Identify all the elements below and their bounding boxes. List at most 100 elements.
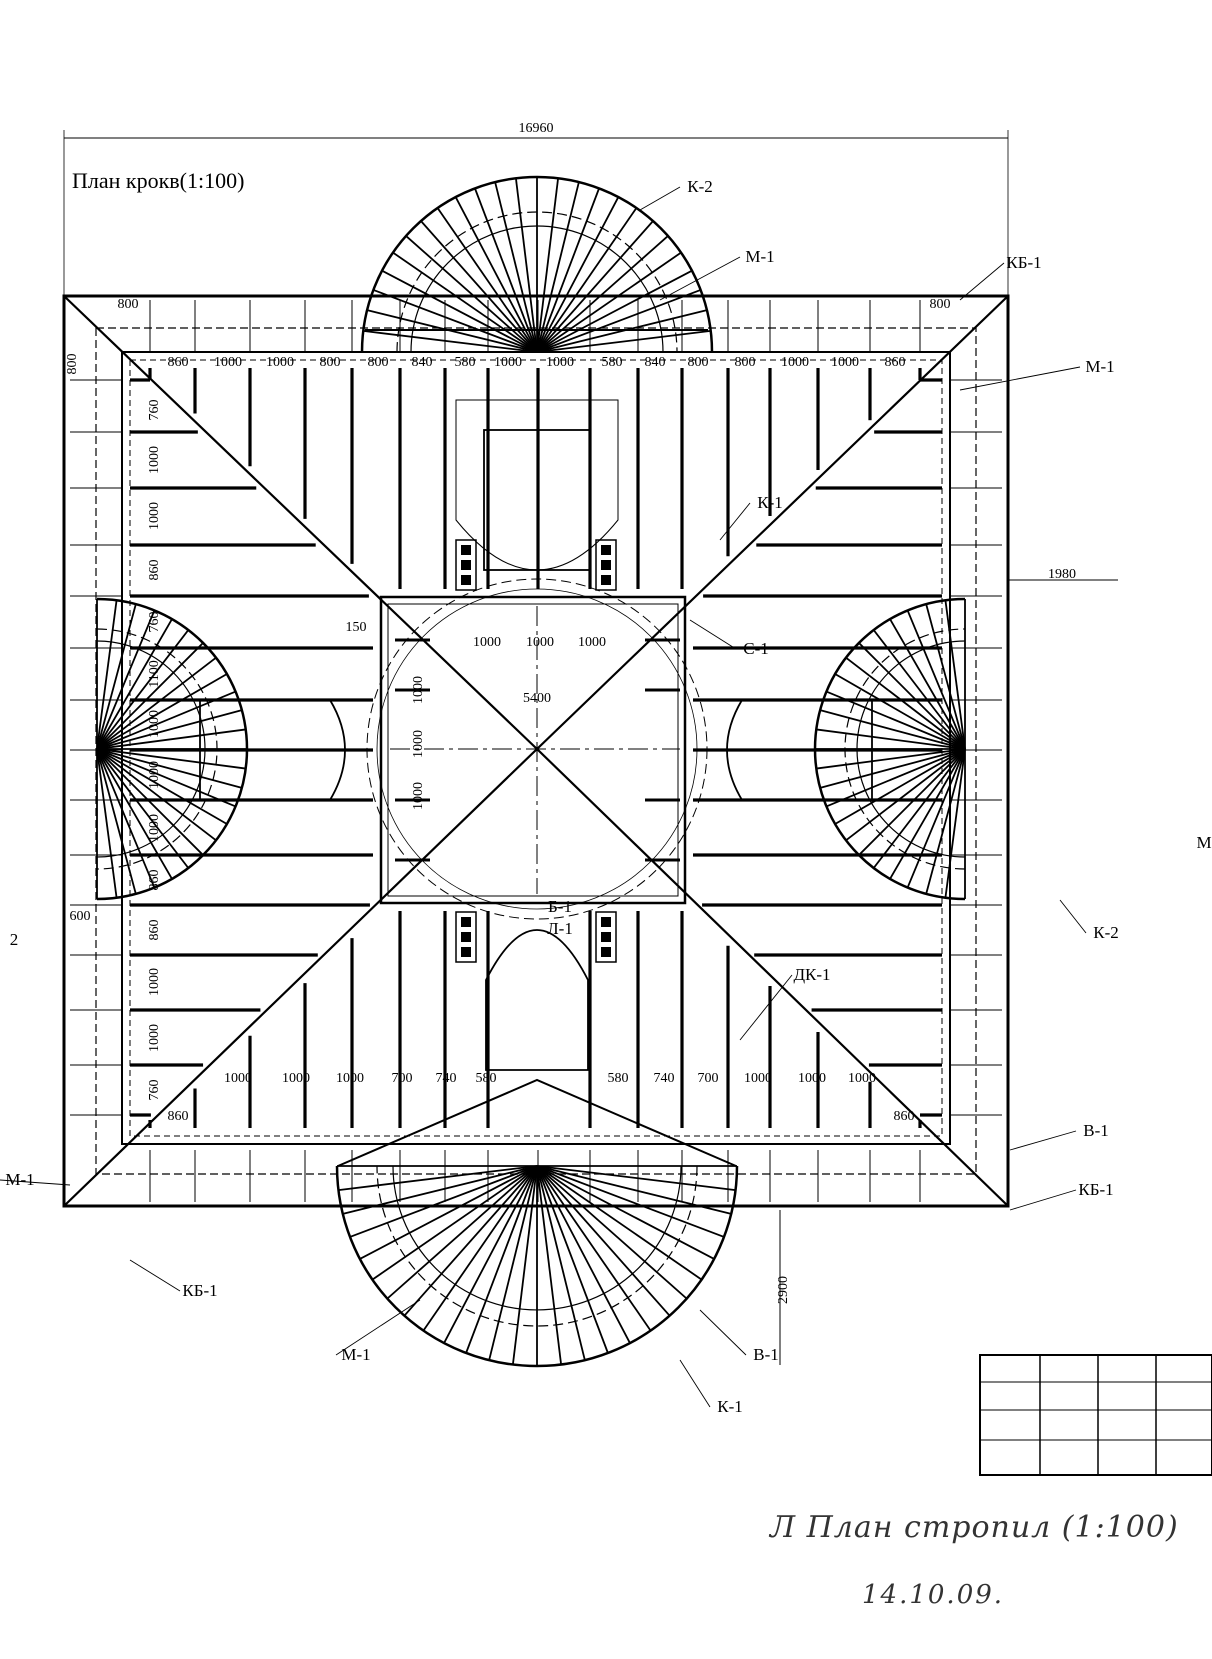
- left-bay-rafter: [96, 748, 243, 789]
- bottom-bay-rafter: [422, 1165, 538, 1332]
- hip-line: [63, 295, 538, 750]
- bottom-bay-rafter: [536, 1165, 715, 1260]
- dim-left-spacing: 860: [147, 920, 162, 941]
- top-bay-rafter: [405, 235, 538, 353]
- top-bay-rafter: [536, 181, 580, 353]
- top-bay-rafter: [454, 196, 538, 353]
- chimney-flue: [601, 560, 611, 570]
- dim-bottom-bay-depth: 2900: [776, 1276, 791, 1304]
- handwritten-date: 14.10.09.: [862, 1580, 1005, 1610]
- top-bay-rafter: [515, 178, 538, 353]
- right-bay-dashed-arc: [844, 628, 966, 870]
- left-bay-dashed-arc: [96, 628, 218, 870]
- top-bay-rafter: [436, 207, 538, 353]
- dim-left-spacing: 860: [147, 870, 162, 891]
- right-bay-rafter: [816, 728, 966, 750]
- chimney-flue: [461, 575, 471, 585]
- dim-left-spacing: 1000: [147, 1024, 162, 1052]
- chimney-flue: [601, 947, 611, 957]
- bottom-bay-rafter: [536, 1165, 703, 1281]
- dim-bottom-spacing: 860: [894, 1109, 915, 1124]
- right-bay-rafter: [872, 629, 966, 750]
- left-bay-rafter: [96, 748, 217, 842]
- dim-bottom-spacing: 700: [698, 1071, 719, 1086]
- dim-left-spacing: 1000: [147, 968, 162, 996]
- dim-top-spacing: 840: [645, 355, 666, 370]
- left-bay-rafter: [96, 748, 118, 898]
- left-bay-rafter: [96, 748, 204, 856]
- bottom-bay-rafter: [536, 1165, 609, 1354]
- dim-bottom-spacing: 1000: [282, 1071, 310, 1086]
- bottom-dormer: [485, 929, 589, 1071]
- label-k1-bottom-leader: [679, 1359, 711, 1408]
- right-bay-rafter: [845, 656, 966, 750]
- right-bay-rafter: [944, 748, 966, 898]
- top-bay-rafter: [494, 181, 538, 353]
- left-bay-rafter: [96, 642, 204, 750]
- dim-top-spacing: 800: [320, 355, 341, 370]
- right-bay-inner-arc: [856, 640, 966, 858]
- dim-left-spacing: 1000: [147, 502, 162, 530]
- dim-top-overhang-vertical: 800: [65, 354, 80, 375]
- label-kb1-bottom-leader: [129, 1259, 181, 1292]
- bottom-bay-rafter: [536, 1165, 725, 1238]
- label-kb1-top: КБ-1: [1006, 253, 1041, 272]
- top-bay-rafter: [536, 188, 600, 353]
- dim-top-spacing: 1000: [781, 355, 809, 370]
- label-k1-mid: К-1: [757, 493, 783, 512]
- right-bay-rafter: [826, 690, 966, 750]
- bottom-bay-rafter: [536, 1165, 688, 1300]
- bottom-bay-rafter: [338, 1165, 538, 1192]
- dim-top-spacing: 1000: [546, 355, 574, 370]
- bottom-gable: [337, 1078, 737, 1167]
- dim-center-width: 5400: [523, 691, 551, 706]
- right-bay-rafter: [834, 748, 966, 825]
- left-bay-rafter: [96, 673, 228, 750]
- wall-plate-inner: [129, 359, 943, 1137]
- label-m1-left-leader: [0, 1179, 71, 1186]
- center-square: [379, 595, 687, 905]
- dim-bottom-spacing: 700: [392, 1071, 413, 1086]
- dim-center-vertical: 1000: [411, 730, 426, 758]
- label-c1-leader: [689, 619, 737, 650]
- left-bay-rafter: [96, 748, 228, 825]
- dim-overall-width: 16960: [519, 121, 554, 136]
- label-k2-right-leader: [1059, 899, 1087, 934]
- chimney-flue: [461, 947, 471, 957]
- bottom-bay-rafter: [488, 1165, 538, 1361]
- bottom-bay-rafter: [359, 1165, 538, 1260]
- right-bay-rafter: [944, 600, 966, 750]
- top-bay-rafter: [363, 330, 538, 353]
- dim-bottom-spacing: 1000: [224, 1071, 252, 1086]
- left-dormer: [199, 699, 346, 801]
- dim-left-spacing: 1100: [147, 660, 162, 687]
- hip-line: [63, 748, 538, 1207]
- label-dk1-leader: [739, 974, 793, 1041]
- bottom-bay-inner-arc: [392, 1165, 682, 1311]
- chimney-flue: [601, 917, 611, 927]
- bottom-bay-rafter: [536, 1165, 563, 1365]
- label-k2-left-cut: 2: [10, 930, 19, 949]
- chimney-flue: [601, 932, 611, 942]
- top-bay-dashed-arc: [396, 211, 678, 353]
- chimney-flue: [601, 575, 611, 585]
- top-bay-rafter: [381, 269, 538, 353]
- center-square-inner: [387, 603, 679, 897]
- bottom-bay-rafter: [465, 1165, 538, 1354]
- dim-top-spacing: 1000: [214, 355, 242, 370]
- right-bay-rafter: [906, 748, 966, 888]
- top-bay-rafter: [536, 178, 559, 353]
- left-bay-rafter: [96, 709, 243, 750]
- hip-line: [536, 748, 1009, 1207]
- top-bay-rafter: [474, 188, 538, 353]
- dim-bottom-spacing: 580: [476, 1071, 497, 1086]
- top-bay-rafter: [373, 289, 538, 353]
- dim-top-spacing: 800: [688, 355, 709, 370]
- left-bay-inner-arc: [96, 640, 206, 858]
- left-bay-rafter: [96, 748, 137, 895]
- dim-top-spacing: 860: [168, 355, 189, 370]
- dim-top-spacing: 800: [735, 355, 756, 370]
- label-m1-right-leader: [959, 366, 1081, 391]
- chimney-flue: [461, 932, 471, 942]
